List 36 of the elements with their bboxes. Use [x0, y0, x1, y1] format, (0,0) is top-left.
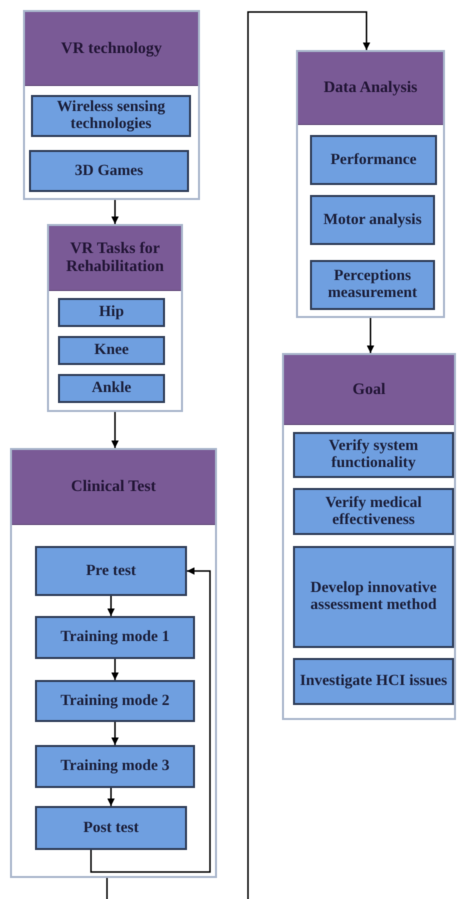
arrow — [111, 659, 119, 680]
arrow — [111, 722, 119, 745]
group-panel — [10, 448, 217, 878]
process-box: Post test — [35, 806, 187, 850]
process-box: Develop innovative assessment method — [293, 546, 454, 648]
arrow — [90, 567, 211, 873]
arrow — [111, 412, 119, 448]
process-box: Ankle — [58, 374, 165, 403]
section-header: VR Tasks for Rehabilitation — [49, 226, 181, 291]
process-box: Motor analysis — [310, 195, 435, 245]
section-header: VR technology — [25, 12, 198, 86]
process-box: Verify system functionality — [293, 432, 454, 478]
section-header: Data Analysis — [298, 52, 443, 125]
process-box: Investigate HCI issues — [293, 658, 454, 705]
process-box: Perceptions measurement — [310, 260, 435, 310]
process-box: Pre test — [35, 546, 187, 596]
arrow — [366, 318, 374, 353]
arrow — [107, 788, 115, 806]
process-box: Hip — [58, 298, 165, 327]
process-box: Verify medical effectiveness — [293, 488, 454, 535]
group-panel — [23, 10, 200, 200]
process-box: 3D Games — [29, 150, 189, 192]
section-header: Clinical Test — [12, 450, 215, 525]
process-box: Training mode 1 — [35, 616, 195, 659]
process-box: Performance — [310, 135, 437, 185]
section-header: Goal — [284, 355, 454, 425]
arrow — [247, 11, 370, 899]
group-panel — [47, 224, 183, 412]
process-box: Wireless sensing technologies — [31, 95, 191, 137]
arrow — [111, 200, 119, 224]
process-box: Knee — [58, 336, 165, 365]
group-panel — [296, 50, 445, 318]
group-panel — [282, 353, 456, 720]
arrow — [107, 596, 115, 616]
process-box: Training mode 3 — [35, 745, 195, 788]
process-box: Training mode 2 — [35, 680, 195, 722]
